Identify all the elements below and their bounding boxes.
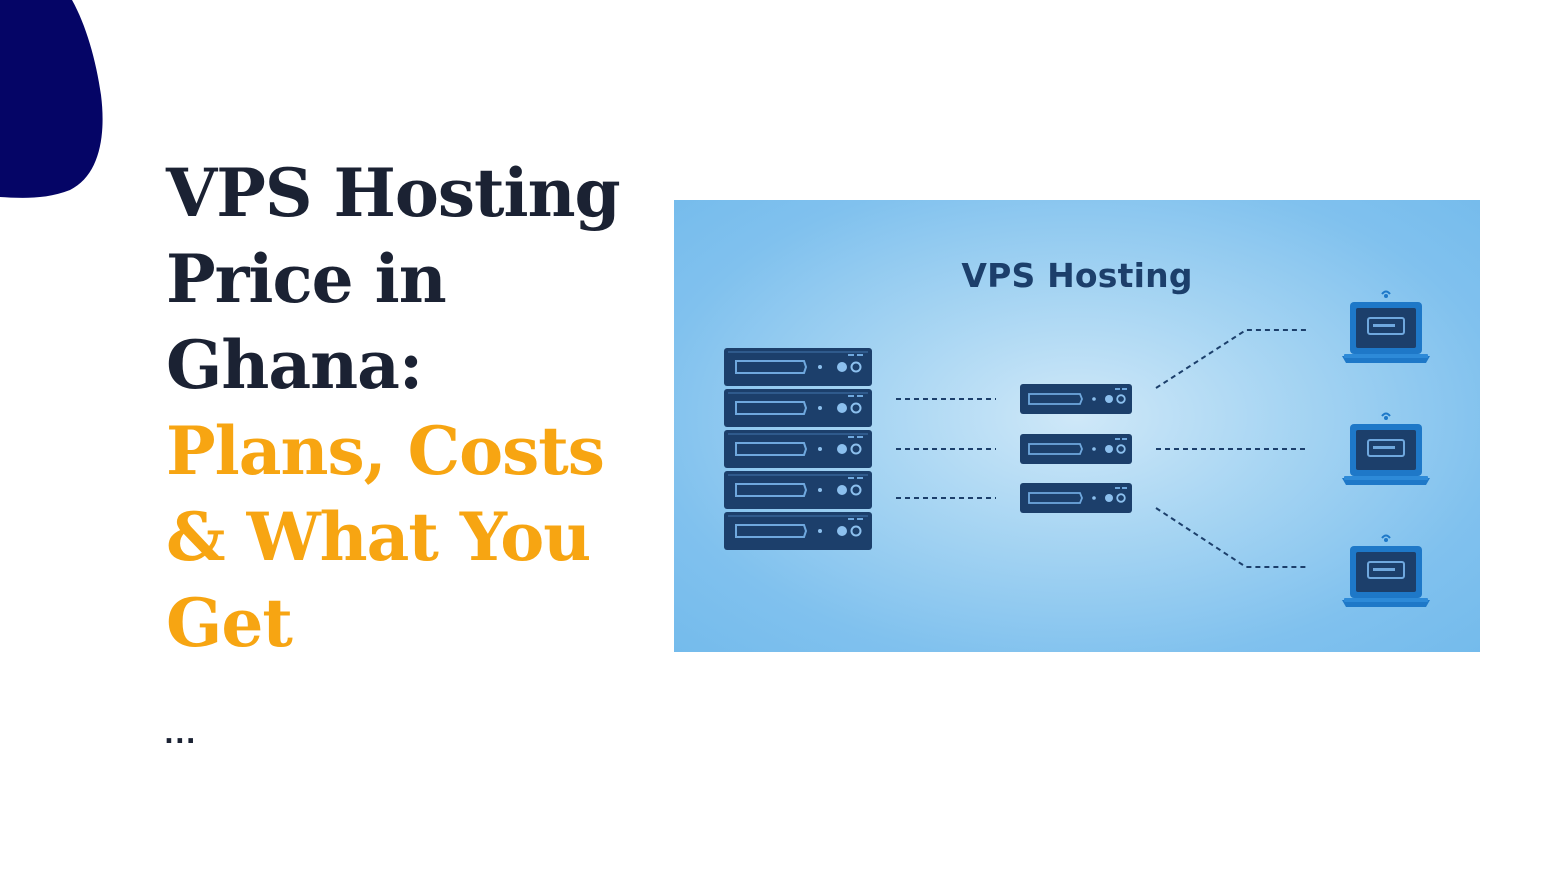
page-headline: VPS Hosting Price in Ghana: Plans, Costs… bbox=[166, 150, 656, 666]
headline-line-6: Get bbox=[166, 584, 293, 662]
headline-line-5: & What You bbox=[166, 498, 591, 576]
headline-line-2: Price in bbox=[166, 240, 447, 318]
right-connection-lines bbox=[1155, 329, 1308, 568]
network-diagram-graphic bbox=[723, 290, 1431, 608]
decorative-blob bbox=[0, 0, 103, 198]
headline-line-4: Plans, Costs bbox=[166, 412, 605, 490]
main-server-rack bbox=[723, 347, 873, 551]
left-connection-lines bbox=[896, 398, 996, 499]
headline-line-1: VPS Hosting bbox=[166, 154, 621, 232]
illustration-title: VPS Hosting bbox=[961, 256, 1193, 295]
headline-line-3: Ghana: bbox=[166, 326, 423, 404]
client-laptops bbox=[1341, 290, 1431, 608]
vps-hosting-illustration: VPS Hosting bbox=[674, 200, 1480, 652]
read-more-ellipsis: ... bbox=[164, 720, 197, 750]
virtual-servers bbox=[1019, 383, 1133, 514]
